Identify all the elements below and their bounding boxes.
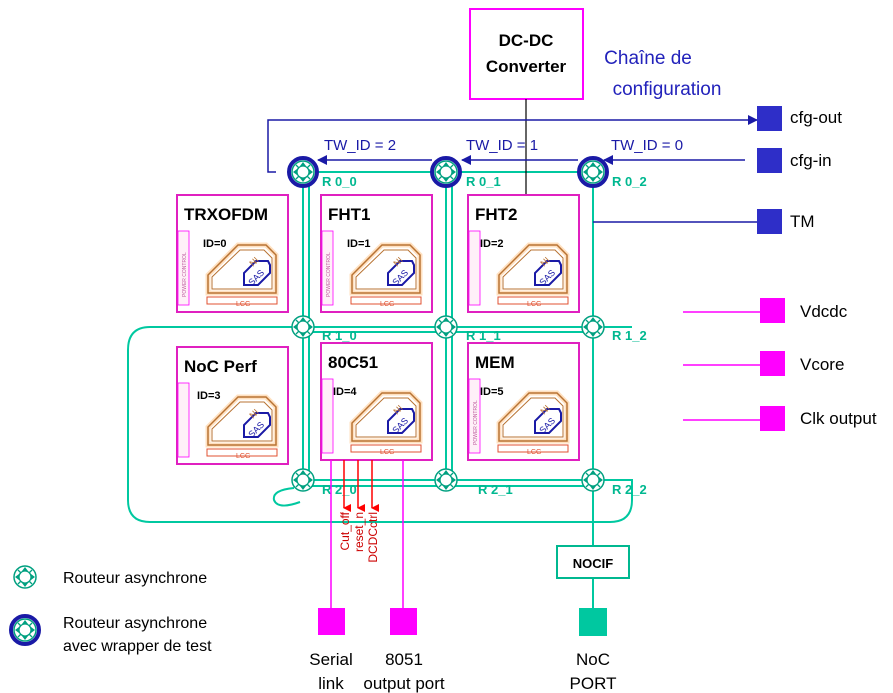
clk-output-label: Clk output (800, 409, 877, 428)
chain-label-line1: Chaîne de (604, 48, 692, 69)
svg-text:R 2_2: R 2_2 (612, 482, 647, 497)
output-8051-port: 8051 output port (363, 608, 445, 693)
unit-id: ID=0 (203, 238, 227, 250)
legend: Routeur asynchrone Routeur asynchrone av… (11, 565, 212, 655)
ctrl-signals: Cut_off reset_n DCDCctrl (338, 460, 380, 563)
router-r0-0 (289, 158, 317, 186)
svg-text:POWER CONTROL: POWER CONTROL (473, 400, 479, 445)
router-r2-1 (434, 468, 458, 492)
config-chain (267, 115, 758, 223)
vdcdc-label: Vdcdc (800, 302, 848, 321)
unit-id: ID=1 (347, 238, 371, 250)
dcdc-converter: DC-DC Converter (469, 8, 584, 100)
tm-port: TM (757, 209, 815, 234)
noc-port: NoC PORT (570, 608, 617, 693)
svg-text:reset_n: reset_n (352, 512, 366, 552)
serial-label-2: link (318, 674, 344, 693)
unit-id: ID=3 (197, 390, 221, 402)
unit-fht2: FHT2 ID=2 (468, 194, 580, 313)
unit-name: TRXOFDM (184, 205, 268, 224)
serial-link-port: Serial link (309, 608, 353, 693)
svg-text:R 1_1: R 1_1 (466, 328, 501, 343)
svg-text:LCG: LCG (527, 301, 541, 308)
noc-label-1: NoC (576, 650, 610, 669)
dcdc-line1: DC-DC (499, 31, 554, 50)
tm-label: TM (790, 212, 815, 231)
unit-id: ID=5 (480, 386, 504, 398)
router-r2-0 (291, 468, 315, 492)
power-signals: Vdcdc Vcore Clk output (683, 298, 877, 431)
svg-text:R 0_1: R 0_1 (466, 174, 501, 189)
legend-wrapper-label-1: Routeur asynchrone (63, 615, 207, 632)
router-r0-1 (432, 158, 460, 186)
legend-router-label: Routeur asynchrone (63, 570, 207, 587)
svg-text:LCG: LCG (380, 449, 394, 456)
dcdc-line2: Converter (486, 57, 567, 76)
unit-name: NoC Perf (184, 357, 257, 376)
legend-wrapper-label-2: avec wrapper de test (63, 638, 212, 655)
svg-text:Cut_off: Cut_off (338, 511, 352, 550)
unit-mem: MEM ID=5 (468, 342, 580, 461)
router-r1-2 (581, 315, 605, 339)
router-r0-2 (579, 158, 607, 186)
unit-noc-perf: NoC Perf ID=3 (177, 346, 289, 465)
out8051-label-2: output port (363, 674, 445, 693)
unit-name: FHT2 (475, 205, 518, 224)
cfg-out-label: cfg-out (790, 108, 842, 127)
svg-text:R 2_1: R 2_1 (478, 482, 513, 497)
svg-text:POWER CONTROL: POWER CONTROL (326, 252, 332, 297)
svg-text:LCG: LCG (380, 301, 394, 308)
out8051-label-1: 8051 (385, 650, 423, 669)
router-r2-2 (581, 468, 605, 492)
unit-fht1: FHT1 ID=1 (321, 194, 433, 313)
svg-text:POWER CONTROL: POWER CONTROL (182, 252, 188, 297)
svg-text:R 1_0: R 1_0 (322, 328, 357, 343)
unit-name: 80C51 (328, 353, 378, 372)
svg-text:R 0_2: R 0_2 (612, 174, 647, 189)
svg-text:R 1_2: R 1_2 (612, 328, 647, 343)
svg-text:DCDCctrl: DCDCctrl (366, 512, 380, 563)
tw-id-1: TW_ID = 1 (466, 137, 538, 154)
svg-text:LCG: LCG (527, 449, 541, 456)
unit-id: ID=2 (480, 238, 504, 250)
svg-text:R 2_0: R 2_0 (322, 482, 357, 497)
unit-80c51: 80C51 ID=4 (321, 342, 433, 461)
svg-text:LCG: LCG (236, 301, 250, 308)
nocif-label: NOCIF (573, 556, 614, 571)
nocif-block: NOCIF (556, 545, 630, 579)
tw-id-0: TW_ID = 0 (611, 137, 683, 154)
svg-text:R 0_0: R 0_0 (322, 174, 357, 189)
legend-router-wrapper-icon (11, 616, 39, 644)
router-r1-1 (434, 315, 458, 339)
cfg-out-port: cfg-out (757, 106, 842, 131)
unit-id: ID=4 (333, 386, 357, 398)
vcore-label: Vcore (800, 355, 844, 374)
unit-trxofdm: TRXOFDM ID=0 (177, 194, 289, 313)
cfg-in-port: cfg-in (757, 148, 832, 173)
cfg-in-label: cfg-in (790, 151, 832, 170)
unit-name: MEM (475, 353, 515, 372)
chain-label-line2: configuration (613, 79, 722, 100)
serial-label-1: Serial (309, 650, 352, 669)
svg-text:LCG: LCG (236, 453, 250, 460)
router-r1-0 (291, 315, 315, 339)
noc-label-2: PORT (570, 674, 617, 693)
unit-name: FHT1 (328, 205, 371, 224)
io-lines (330, 460, 404, 610)
tw-id-2: TW_ID = 2 (324, 137, 396, 154)
legend-router-icon (13, 565, 37, 589)
